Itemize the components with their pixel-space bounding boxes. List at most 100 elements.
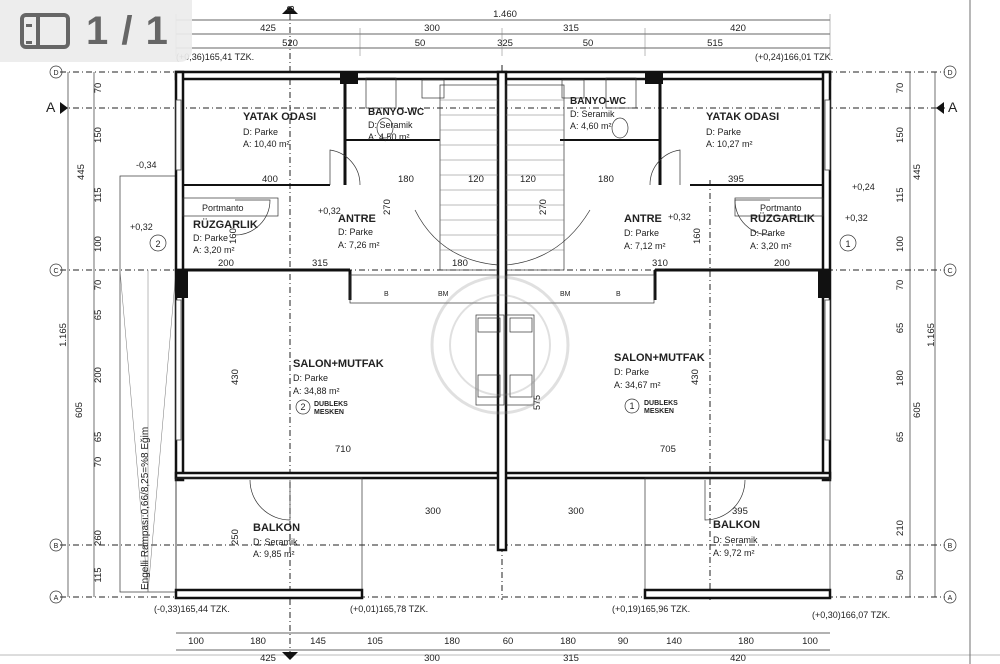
svg-text:D: Parke: D: Parke [750, 228, 785, 238]
svg-text:(+0,36)165,41 TZK.: (+0,36)165,41 TZK. [176, 52, 254, 62]
svg-text:A: 3,20 m²: A: 3,20 m² [193, 245, 235, 255]
svg-text:140: 140 [666, 636, 682, 647]
svg-text:BM: BM [560, 291, 571, 298]
room-left-living-kitchen: SALON+MUTFAK D: Parke A: 34,88 m² 2 DUBL… [293, 358, 384, 416]
svg-text:70: 70 [93, 280, 104, 291]
svg-text:70: 70 [93, 83, 104, 94]
svg-text:D: D [53, 70, 58, 77]
svg-text:605: 605 [912, 402, 923, 418]
grid-markers-right: D C B A [943, 65, 957, 604]
svg-text:270: 270 [538, 199, 549, 215]
svg-text:575: 575 [532, 395, 542, 410]
svg-text:B: B [286, 5, 297, 12]
svg-text:100: 100 [895, 236, 906, 252]
svg-text:D: Seramik: D: Seramik [253, 537, 298, 547]
svg-text:420: 420 [730, 653, 746, 664]
svg-text:A: 10,40 m²: A: 10,40 m² [243, 139, 290, 149]
left-dimensions: 445 1.165 605 70 150 115 100 70 65 200 6… [58, 72, 104, 597]
svg-text:115: 115 [93, 567, 104, 582]
svg-text:D: Parke: D: Parke [338, 227, 373, 237]
inner-dimensions: 400 180 120 270 200 315 180 430 710 300 … [218, 174, 790, 545]
svg-text:SALON+MUTFAK: SALON+MUTFAK [293, 358, 384, 370]
svg-text:+0,24: +0,24 [852, 182, 875, 192]
page-count: 1 / 1 [86, 8, 169, 53]
svg-text:605: 605 [74, 402, 85, 418]
svg-text:2: 2 [155, 239, 160, 249]
svg-text:A: A [948, 595, 953, 602]
svg-text:+0,32: +0,32 [318, 206, 341, 216]
svg-text:BALKON: BALKON [713, 519, 760, 531]
section-marker-b-top: B [282, 5, 298, 14]
room-right-balcony: BALKON D: Seramik A: 9,72 m² [713, 519, 760, 558]
svg-text:D: Parke: D: Parke [243, 127, 278, 137]
svg-text:315: 315 [563, 23, 579, 34]
svg-text:200: 200 [218, 258, 234, 269]
svg-text:-0,34: -0,34 [136, 160, 157, 170]
svg-text:Portmanto: Portmanto [202, 203, 244, 213]
svg-text:YATAK ODASI: YATAK ODASI [243, 111, 316, 123]
svg-text:D: D [947, 70, 952, 77]
room-left-bedroom: YATAK ODASI D: Parke A: 10,40 m² [243, 111, 316, 149]
svg-text:DUBLEKS: DUBLEKS [314, 401, 348, 408]
svg-text:(+0,01)165,78 TZK.: (+0,01)165,78 TZK. [350, 604, 428, 614]
svg-text:425: 425 [260, 23, 276, 34]
svg-text:445: 445 [912, 164, 923, 180]
accessibility-ramp: Engelli Rampası:0,66/8,25=%8 Eğim [119, 175, 177, 593]
svg-text:B: B [616, 291, 621, 298]
svg-text:D: Parke: D: Parke [293, 373, 328, 383]
svg-text:70: 70 [93, 457, 104, 468]
svg-text:105: 105 [367, 636, 383, 647]
svg-text:100: 100 [93, 236, 104, 252]
svg-text:180: 180 [250, 636, 266, 647]
svg-text:(-0,33)165,44 TZK.: (-0,33)165,44 TZK. [154, 604, 230, 614]
svg-text:YATAK ODASI: YATAK ODASI [706, 111, 779, 123]
svg-text:315: 315 [563, 653, 579, 664]
svg-text:C: C [53, 268, 58, 275]
svg-text:+0,32: +0,32 [130, 222, 153, 232]
svg-text:D: Seramik: D: Seramik [570, 109, 615, 119]
svg-text:A: 7,26 m²: A: 7,26 m² [338, 240, 380, 250]
svg-text:70: 70 [895, 280, 906, 291]
svg-text:D: Parke: D: Parke [614, 367, 649, 377]
svg-text:A: A [54, 595, 59, 602]
svg-text:430: 430 [690, 369, 701, 385]
svg-text:65: 65 [895, 323, 906, 334]
svg-text:B: B [384, 291, 389, 298]
svg-text:Engelli Rampası:0,66/8,25=%8 E: Engelli Rampası:0,66/8,25=%8 Eğim [140, 427, 151, 590]
svg-text:A: A [46, 99, 56, 115]
svg-text:D: Seramik: D: Seramik [368, 120, 413, 130]
svg-text:145: 145 [310, 636, 326, 647]
room-right-bathroom: BANYO-WC D: Seramik A: 4,60 m² [570, 96, 626, 131]
svg-text:710: 710 [335, 444, 351, 455]
svg-text:ANTRE: ANTRE [624, 213, 662, 225]
room-left-balcony: BALKON D: Seramik A: 9,85 m² [253, 522, 300, 559]
svg-text:430: 430 [230, 369, 241, 385]
svg-text:270: 270 [382, 199, 393, 215]
svg-text:520: 520 [282, 38, 298, 49]
svg-text:B: B [54, 543, 59, 550]
svg-text:705: 705 [660, 444, 676, 455]
stairs: 575 [414, 84, 591, 410]
sidebar-icon[interactable] [20, 13, 70, 49]
svg-text:C: C [947, 268, 952, 275]
svg-text:310: 310 [652, 258, 668, 269]
room-left-hall: ANTRE D: Parke A: 7,26 m² [338, 213, 380, 250]
svg-text:180: 180 [398, 174, 414, 185]
page-indicator[interactable]: 1 / 1 [0, 0, 192, 62]
svg-text:90: 90 [618, 636, 629, 647]
svg-text:A: 34,88 m²: A: 34,88 m² [293, 386, 340, 396]
svg-text:180: 180 [560, 636, 576, 647]
svg-text:210: 210 [895, 520, 906, 536]
svg-text:200: 200 [93, 367, 104, 383]
grid-markers-left: D C B A [49, 65, 63, 604]
svg-text:445: 445 [76, 164, 87, 180]
svg-text:300: 300 [424, 653, 440, 664]
svg-text:180: 180 [452, 258, 468, 269]
section-marker-b-bottom [282, 652, 298, 660]
svg-text:D: Parke: D: Parke [624, 228, 659, 238]
svg-text:B: B [948, 543, 953, 550]
top-dimensions: 1.460 425 300 315 420 520 50 325 50 515 [175, 9, 831, 56]
room-right-hall: ANTRE D: Parke A: 7,12 m² [624, 213, 666, 251]
svg-text:100: 100 [802, 636, 818, 647]
svg-text:180: 180 [895, 370, 906, 386]
